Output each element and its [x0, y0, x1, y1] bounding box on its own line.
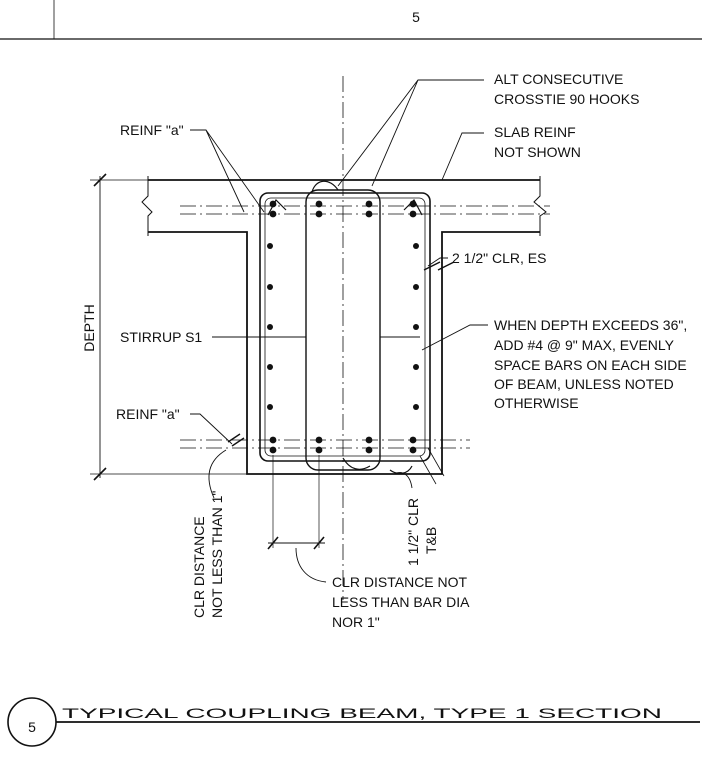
reinforcing-bars: [267, 200, 419, 454]
sheet-number: 5: [412, 9, 420, 25]
depth-note-line-5: OTHERWISE: [494, 395, 579, 411]
concrete-outline: [141, 176, 547, 475]
callout-alt-crosstie: ALT CONSECUTIVE CROSSTIE 90 HOOKS: [494, 71, 639, 107]
callout-clr-es: 2 1/2" CLR, ES: [452, 250, 546, 266]
stirrup-s1: [259, 180, 431, 475]
callout-stirrup-s1: STIRRUP S1: [120, 329, 202, 345]
callout-alt-crosstie-line-1: ALT CONSECUTIVE: [494, 71, 623, 87]
callout-clr-distance-bar: CLR DISTANCE NOT LESS THAN BAR DIA NOR 1…: [332, 574, 470, 630]
callout-slab-reinf-line-1: SLAB REINF: [494, 124, 576, 140]
clr-tb-line-1: 1 1/2" CLR: [405, 498, 421, 566]
depth-note-line-3: SPACE BARS ON EACH SIDE: [494, 357, 687, 373]
depth-dimension: DEPTH: [81, 173, 247, 481]
depth-label: DEPTH: [81, 304, 97, 351]
callout-depth-note: WHEN DEPTH EXCEEDS 36", ADD #4 @ 9" MAX,…: [494, 317, 687, 411]
detail-title: TYPICAL COUPLING BEAM, TYPE 1 SECTION: [62, 705, 662, 721]
callout-reinf-a-bottom: REINF "a": [116, 406, 180, 422]
callout-clr-distance-1: CLR DISTANCE NOT LESS THAN 1": [191, 491, 225, 618]
callout-clr-tb: 1 1/2" CLR T&B: [405, 498, 439, 566]
callout-slab-reinf: SLAB REINF NOT SHOWN: [494, 124, 581, 160]
leader-lines: [190, 79, 488, 583]
sheet-header: 5: [0, 0, 702, 40]
detail-title-block: 5 TYPICAL COUPLING BEAM, TYPE 1 SECTION: [7, 697, 700, 747]
depth-note-line-2: ADD #4 @ 9" MAX, EVENLY: [494, 337, 675, 353]
clr-distance-bar-line-3: NOR 1": [332, 614, 380, 630]
depth-note-line-1: WHEN DEPTH EXCEEDS 36",: [494, 317, 687, 333]
clr-distance-bar-line-1: CLR DISTANCE NOT: [332, 574, 468, 590]
clr-distance-bar-line-2: LESS THAN BAR DIA: [332, 594, 470, 610]
depth-note-line-4: OF BEAM, UNLESS NOTED: [494, 376, 674, 392]
clr-distance-1-line-2: NOT LESS THAN 1": [209, 491, 225, 618]
callout-reinf-a-top: REINF "a": [120, 122, 184, 138]
clear-distance-dimensions: [227, 261, 455, 550]
detail-number: 5: [28, 719, 36, 735]
clr-distance-1-line-1: CLR DISTANCE: [191, 516, 207, 618]
callout-alt-crosstie-line-2: CROSSTIE 90 HOOKS: [494, 91, 639, 107]
callout-slab-reinf-line-2: NOT SHOWN: [494, 144, 581, 160]
clr-tb-line-2: T&B: [423, 527, 439, 554]
